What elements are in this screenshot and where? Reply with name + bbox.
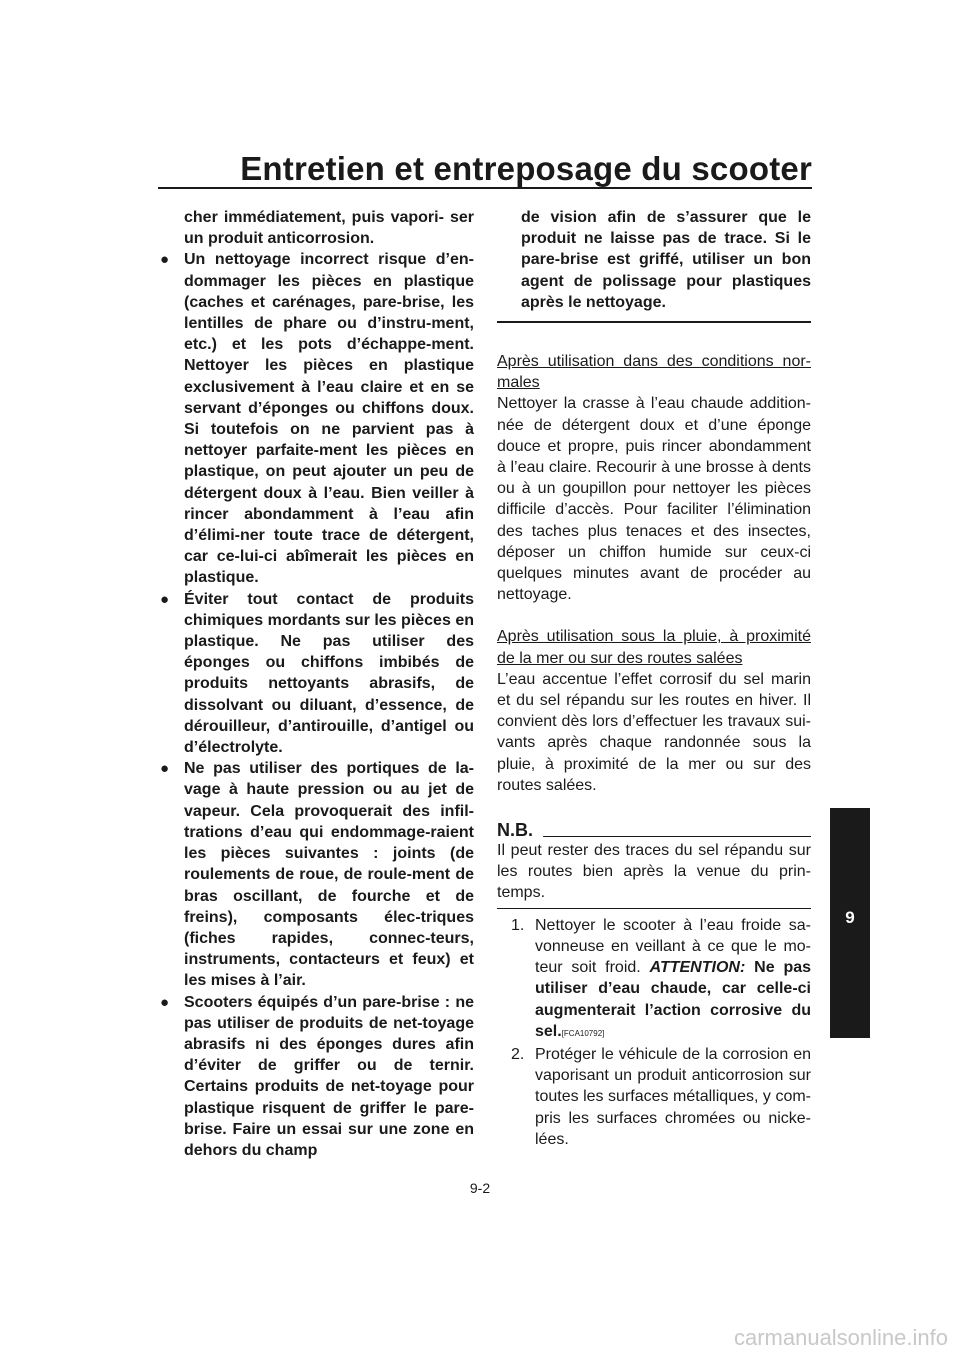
section-heading-normal: Après utilisation dans des conditions no… xyxy=(497,353,811,392)
bullet-text: Ne pas utiliser des portiques de la-vage… xyxy=(184,760,474,990)
step-item: 2. Protéger le véhicule de la corrosion … xyxy=(497,1044,811,1150)
bullet-text: Scooters équipés d’un pare-brise : ne pa… xyxy=(184,993,474,1159)
warning-continuation: de vision afin de s’assurer que le produ… xyxy=(521,209,811,311)
warning-bullet: ● Ne pas utiliser des portiques de la-va… xyxy=(160,758,474,991)
page-title: Entretien et entreposage du scooter xyxy=(240,150,812,187)
bullet-text: Un nettoyage incorrect risque d’en-domma… xyxy=(184,251,474,587)
step-number: 1. xyxy=(511,916,525,934)
step-number: 2. xyxy=(511,1045,525,1063)
page-number: 9-2 xyxy=(469,1180,491,1196)
intro-line: cher immédiatement, puis vapori- xyxy=(184,209,444,226)
section-heading-salt: Après utilisation sous la pluie, à proxi… xyxy=(497,628,811,667)
caution-code: [FCA10792] xyxy=(561,1028,605,1038)
section-body-salt: L’eau accentue l’effet corrosif du sel m… xyxy=(497,670,811,794)
note-text: Il peut rester des traces du sel répandu… xyxy=(497,842,811,902)
note-header: N.B. xyxy=(497,820,811,840)
bullet-text: Éviter tout contact de produits chimique… xyxy=(184,590,474,757)
intro-line: ser un produit anticorrosion. xyxy=(184,209,474,248)
warning-bullet: ● Un nettoyage incorrect risque d’en-dom… xyxy=(160,249,474,588)
bullet-icon: ● xyxy=(160,993,170,1011)
warning-bullet: ● Éviter tout contact de produits chimiq… xyxy=(160,589,474,759)
note-rule xyxy=(543,836,811,838)
step-text: Protéger le véhicule de la corrosion en … xyxy=(535,1045,811,1148)
bullet-icon: ● xyxy=(160,760,170,778)
chapter-tab: 9 xyxy=(830,808,870,1038)
bullet-icon: ● xyxy=(160,590,170,608)
warning-bullet: ● Scooters équipés d’un pare-brise : ne … xyxy=(160,992,474,1162)
watermark: carmanualsonline.info xyxy=(733,1325,948,1350)
title-rule xyxy=(158,187,812,189)
note-end-rule xyxy=(497,907,811,909)
attention-text: Ne pas utiliser d’eau chaude, car celle-… xyxy=(535,959,812,1040)
right-column: de vision afin de s’assurer que le produ… xyxy=(497,207,811,1150)
note-label: N.B. xyxy=(497,820,533,841)
attention-label: ATTENTION: xyxy=(649,959,746,977)
section-body-normal: Nettoyer la crasse à l’eau chaude additi… xyxy=(497,395,811,604)
left-column: cher immédiatement, puis vapori- ser un … xyxy=(160,207,474,1161)
warning-end-rule xyxy=(497,321,811,324)
bullet-icon: ● xyxy=(160,251,170,269)
warning-intro: cher immédiatement, puis vapori- ser un … xyxy=(160,207,474,249)
step-text: Nettoyer le scooter à l’eau froide sa-vo… xyxy=(535,916,811,977)
step-item: 1. Nettoyer le scooter à l’eau froide sa… xyxy=(497,915,811,1044)
